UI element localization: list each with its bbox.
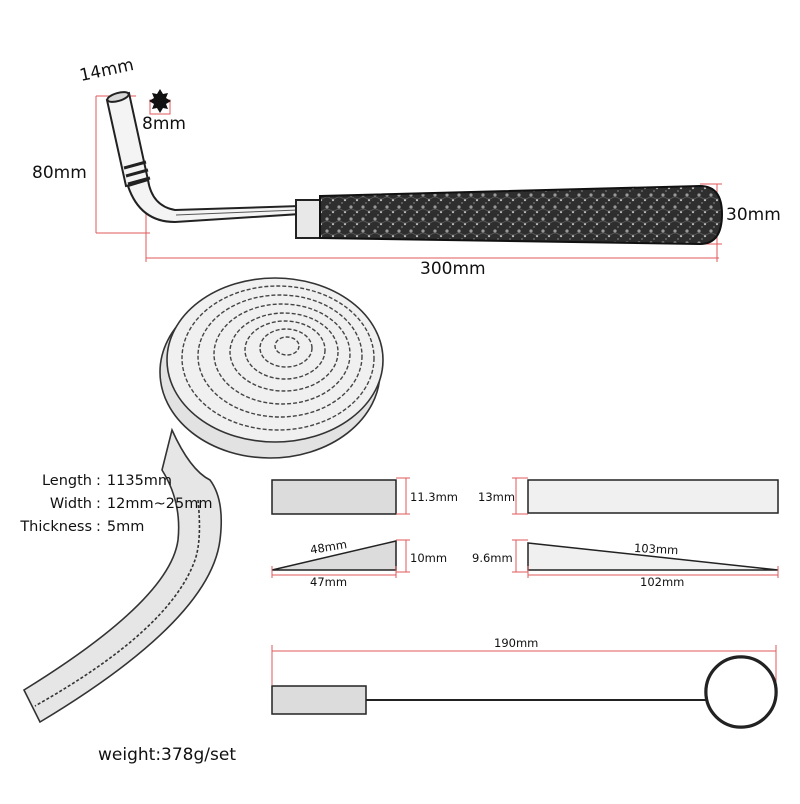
ring-tool-loop [704,655,778,729]
mute-illustrations [271,477,779,578]
hammer-head [105,91,301,224]
tuning-hammer-illustration [95,89,724,262]
spec-row-length: Length:1135mm [6,470,212,493]
spec-value: 12mm~25mm [106,496,213,512]
small-wedge-mute [271,540,397,571]
long-block-height-label: 13mm [478,490,516,504]
hammer-star-socket-label: 8mm [142,114,186,134]
ring-tool-length-label: 190mm [494,636,539,650]
spec-key: Thickness [20,519,92,535]
spec-separator: : [96,519,101,535]
hammer-height-label: 80mm [32,163,87,183]
felt-strip-specs: Length:1135mm Width:12mm~25mm Thickness:… [6,470,212,539]
long-wedge-mute [527,542,779,571]
spec-key: Width [49,496,92,512]
felt-strip-illustration [22,277,384,724]
spec-separator: : [96,496,101,512]
spec-row-thickness: Thickness:5mm [6,516,212,539]
small-block-mute [271,479,397,515]
star-socket-icon [149,89,171,113]
small-wedge-base-label: 47mm [310,575,348,589]
long-wedge-base-label: 102mm [640,575,685,589]
long-wedge-height-label: 9.6mm [472,551,513,565]
spec-separator: : [96,473,101,489]
long-block-mute [527,479,779,514]
spec-value: 5mm [106,519,145,535]
spec-value: 1135mm [106,473,173,489]
small-block-height-label: 11.3mm [410,490,459,504]
ring-tool-illustration [271,645,778,729]
long-wedge-slant-label: 103mm [633,540,679,558]
small-wedge-height-label: 10mm [410,551,448,565]
hammer-handle-diameter-label: 30mm [726,205,781,225]
mute-dimension-lines [271,477,779,578]
spec-key: Length [41,473,92,489]
spec-row-width: Width:12mm~25mm [6,493,213,516]
hammer-ferrule [295,199,321,239]
ring-tool-handle [271,685,367,715]
hammer-total-length-label: 300mm [420,259,486,279]
set-weight-label: weight:378g/set [98,745,236,765]
ring-tool-dimension-line [271,645,777,690]
hammer-handle [319,184,724,246]
